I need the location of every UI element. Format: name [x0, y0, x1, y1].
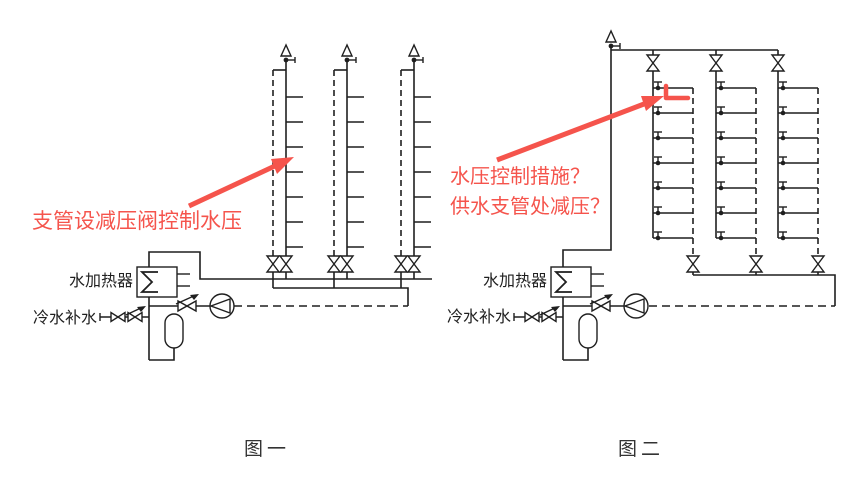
riser-unit-2 — [710, 50, 762, 275]
cold-water-label: 冷水补水 — [33, 309, 97, 327]
annotation-arrow-shaft — [496, 101, 645, 163]
water-heater-label: 水加热器 — [483, 272, 547, 290]
figure-2-diagram: 水加热器 冷水补水 图二 — [447, 30, 836, 460]
annotation-text: 支管设减压阀控制水压 — [32, 210, 242, 233]
riser-unit-1 — [647, 50, 699, 275]
annotation-arrow-shaft — [187, 162, 279, 209]
return-header — [693, 274, 836, 306]
return-header — [273, 287, 409, 306]
riser-unit-3 — [772, 50, 824, 275]
annotation-elbow-mark — [663, 83, 691, 101]
air-vent — [605, 30, 621, 50]
annotation-arrow-head — [271, 157, 294, 174]
water-heater-label: 水加热器 — [69, 272, 133, 290]
figure-1-diagram: 水加热器 冷水补水 图一 — [33, 45, 432, 460]
annotation-text-line1: 水压控制措施？ — [450, 165, 590, 188]
annotation-arrow-head — [641, 96, 664, 111]
supply-pipe — [148, 251, 432, 280]
annotation-figure-1: 支管设减压阀控制水压 — [32, 157, 294, 233]
figure-1-caption: 图一 — [244, 439, 290, 460]
supply-pipe — [562, 47, 612, 267]
annotation-text-line2: 供水支管处减压？ — [450, 195, 610, 218]
annotation-figure-2: 水压控制措施？ 供水支管处减压？ — [450, 83, 691, 218]
figure-2-caption: 图二 — [618, 439, 664, 460]
riser-unit-3 — [395, 45, 431, 288]
riser-unit-2 — [328, 45, 364, 288]
cold-water-label: 冷水补水 — [447, 308, 511, 326]
